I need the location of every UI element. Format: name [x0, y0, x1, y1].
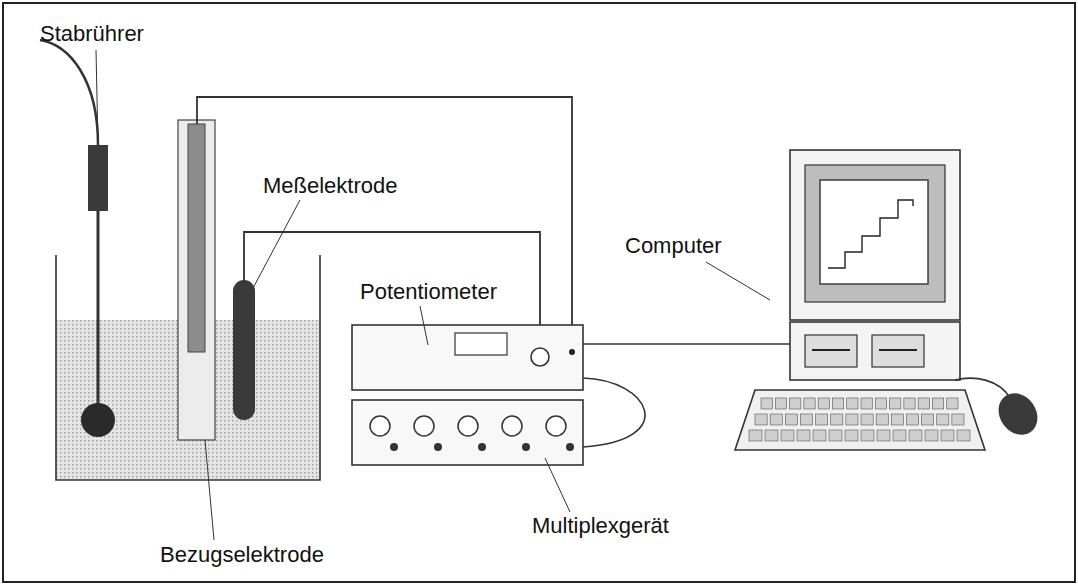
computer-case [790, 322, 960, 380]
key [845, 430, 858, 441]
key [922, 414, 934, 425]
knob [414, 416, 434, 436]
reference-inner [188, 124, 205, 352]
key [847, 398, 858, 409]
jack [434, 443, 442, 451]
leader-line [706, 262, 770, 300]
key [861, 414, 873, 425]
key [832, 398, 843, 409]
key [804, 398, 815, 409]
key [890, 398, 901, 409]
key [761, 398, 772, 409]
display [455, 333, 507, 355]
key [813, 430, 826, 441]
key [906, 414, 918, 425]
key [957, 430, 970, 441]
key [861, 430, 874, 441]
potentiometer-label: Potentiometer [360, 280, 497, 304]
key [941, 430, 954, 441]
stirrer-rod [97, 211, 100, 410]
knobs [370, 416, 574, 451]
socket [531, 348, 549, 366]
jack [522, 443, 530, 451]
monitor-bezel [805, 165, 945, 302]
stirrer-ball [81, 403, 115, 437]
measuring-electrode [233, 280, 255, 420]
key [765, 430, 778, 441]
floppy-slot [812, 349, 850, 351]
mouse [991, 386, 1046, 443]
computer-label: Computer [625, 234, 722, 258]
key [875, 398, 886, 409]
multiplexer-box [352, 400, 583, 465]
key [749, 430, 762, 441]
reference-electrode [178, 120, 215, 440]
knob [502, 416, 522, 436]
monitor [790, 150, 960, 320]
potentiometer-box [352, 325, 583, 390]
multiplexer-cable [583, 378, 645, 447]
reference-label: Bezugselektrode [160, 543, 324, 567]
drive-bay [872, 335, 924, 367]
key [893, 430, 906, 441]
keys [749, 398, 970, 441]
leader-line [545, 458, 570, 512]
key [904, 398, 915, 409]
key [770, 414, 782, 425]
key [831, 414, 843, 425]
key [846, 414, 858, 425]
key [891, 414, 903, 425]
keyboard [735, 390, 985, 450]
key [918, 398, 929, 409]
leader-line [96, 50, 98, 145]
key [877, 430, 890, 441]
key [829, 430, 842, 441]
stirrer-label: Stabrührer [40, 22, 144, 46]
reference-wire [197, 97, 572, 350]
titration-curve [828, 200, 913, 268]
key [785, 414, 797, 425]
key [818, 398, 829, 409]
key [932, 398, 943, 409]
jack [390, 443, 398, 451]
multiplexer-label: Multiplexgerät [532, 514, 669, 538]
drive-bay [805, 335, 857, 367]
electrode-label: Meßelektrode [263, 174, 398, 198]
key [797, 430, 810, 441]
screen [820, 180, 928, 284]
computer-cable [583, 343, 790, 345]
stirrer-motor [88, 145, 108, 211]
terminal [569, 349, 575, 355]
leader-line [205, 440, 214, 540]
mouse-cable [955, 378, 1010, 398]
frame [3, 3, 1075, 582]
knob [458, 416, 478, 436]
knob [370, 416, 390, 436]
key [909, 430, 922, 441]
jack [478, 443, 486, 451]
key [947, 398, 958, 409]
stirrer-cable [40, 40, 98, 145]
floppy-slot [879, 349, 917, 351]
leader-line [420, 306, 428, 345]
key [925, 430, 938, 441]
knob [546, 416, 566, 436]
key [876, 414, 888, 425]
key [775, 398, 786, 409]
key [861, 398, 872, 409]
key [781, 430, 794, 441]
key [952, 414, 964, 425]
key [790, 398, 801, 409]
key [800, 414, 812, 425]
jack [566, 443, 574, 451]
leader-line [252, 200, 300, 290]
key [937, 414, 949, 425]
key [816, 414, 828, 425]
key [755, 414, 767, 425]
